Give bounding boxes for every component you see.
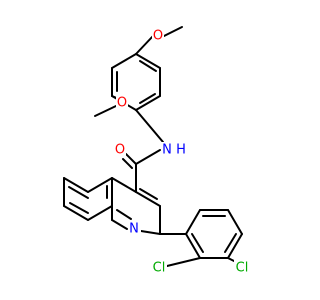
bond-carbonyl-double-1	[125, 153, 137, 165]
bond-ring1-inner-1	[139, 60, 157, 72]
oxygen-label-carbonyl: O	[115, 143, 125, 158]
bond-ar-d	[227, 233, 243, 259]
bond-ar-inner-3	[191, 233, 204, 253]
atom-nitrogen-quinoline: N	[128, 221, 141, 237]
bond-ring-n	[135, 109, 164, 143]
bond-layer	[63, 26, 243, 267]
atom-chlorine-para: Cl	[234, 260, 250, 276]
bond-q-c5-c6	[63, 177, 89, 193]
atom-oxygen-methoxy-top: O	[152, 28, 164, 44]
bond-q-inner-5	[68, 186, 89, 199]
bond-q-n-c8a	[111, 219, 128, 230]
bond-ar-f	[185, 233, 201, 259]
bond-carbonyl-double-2	[122, 158, 133, 169]
bond-ar-a	[185, 209, 201, 235]
bond-ar-cl-left	[166, 257, 201, 267]
atom-oxygen-methoxy-left: O	[116, 95, 128, 111]
bond-q-c8-c8a	[87, 205, 113, 221]
bond-ring1-c	[135, 95, 161, 111]
bond-methyl-top	[163, 26, 183, 37]
oxygen-label-left: O	[117, 96, 127, 111]
bond-n-carbonyl-c	[135, 149, 161, 165]
atom-label-layer: O O N H O N Cl Cl	[114, 28, 250, 276]
bond-o-top-ring	[135, 35, 154, 55]
bond-q-c2-n	[140, 230, 161, 235]
chlorine-label-right: Cl	[236, 261, 249, 276]
bond-q-c4-c4a	[111, 177, 137, 193]
bond-methyl-left	[94, 105, 117, 117]
nitrogen-label-amide: N	[162, 143, 172, 158]
nitrogen-label-ring: N	[129, 222, 139, 237]
bond-ar-inner-2	[224, 233, 237, 253]
bond-ring1-a	[135, 53, 161, 69]
bond-q-c4-c3	[135, 191, 161, 207]
bond-q-c4-c3-inner	[139, 188, 158, 200]
atom-chlorine-ortho: Cl	[151, 260, 167, 276]
bond-q-inner-7	[69, 202, 89, 214]
bond-q-c7-c8	[63, 205, 89, 221]
bond-ar-c	[227, 209, 243, 235]
chemical-structure: O O N H O N Cl Cl	[63, 26, 250, 276]
oxygen-label-top: O	[153, 29, 163, 44]
atom-oxygen-carbonyl: O	[114, 142, 126, 158]
bond-ring1-inner-2	[139, 93, 156, 104]
atom-nitrogen-amide: N H	[161, 142, 187, 158]
chlorine-label-left: Cl	[153, 261, 166, 276]
hydrogen-label-amide: H	[176, 143, 186, 158]
bond-q-c4a-c5	[87, 177, 113, 193]
bond-ring1-f	[111, 53, 137, 69]
bond-q-inner-n	[116, 209, 132, 220]
